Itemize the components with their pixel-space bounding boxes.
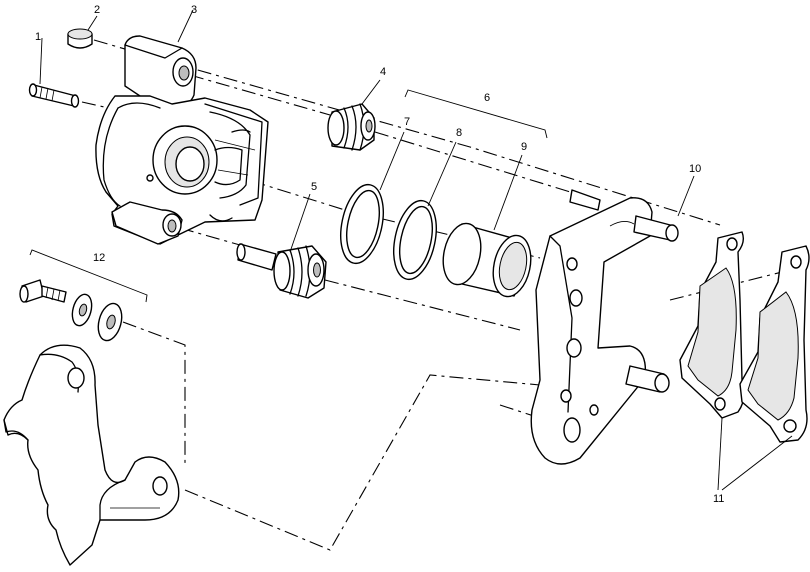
callout-3: 3 — [191, 4, 197, 16]
bushing-part-2 — [67, 28, 93, 49]
callout-7: 7 — [404, 116, 410, 128]
callout-6: 6 — [484, 92, 490, 104]
bracket-group-6 — [404, 89, 548, 139]
callout-1: 1 — [35, 31, 41, 43]
bolt-part-12 — [19, 279, 67, 303]
brake-pad-inner-part-11 — [679, 231, 745, 419]
seal-ring-part-8 — [393, 199, 437, 281]
pin-part-1 — [28, 83, 80, 108]
callout-2: 2 — [94, 4, 100, 16]
callout-10: 10 — [689, 163, 701, 175]
callout-5: 5 — [311, 181, 317, 193]
bracket-part-10 — [530, 189, 679, 465]
callout-4: 4 — [380, 66, 386, 78]
brake-pad-outer-part-11 — [739, 245, 810, 443]
boot-part-4 — [327, 103, 376, 151]
callout-12: 12 — [93, 252, 105, 264]
mounting-arm — [3, 344, 180, 566]
callout-11: 11 — [713, 493, 724, 505]
callout-labels: 1 2 3 4 5 6 7 8 9 10 11 12 — [35, 4, 724, 505]
washer-part-12a — [71, 293, 93, 327]
callout-8: 8 — [456, 127, 462, 139]
piston-part-9 — [442, 222, 532, 298]
leader-lines — [39, 9, 793, 491]
callout-9: 9 — [521, 141, 527, 153]
washer-part-12b — [97, 302, 123, 342]
seal-ring-part-7 — [340, 183, 384, 265]
bracket-group-12 — [29, 249, 148, 303]
slide-pin-part-5 — [236, 243, 327, 299]
caliper-housing-part-3 — [95, 35, 269, 245]
